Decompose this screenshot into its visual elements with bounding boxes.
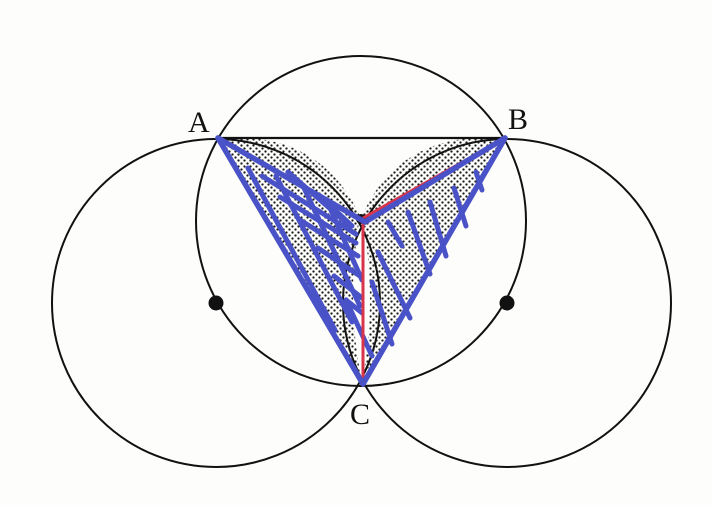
center-dot-left [208, 295, 224, 311]
hatch-lines-right [369, 169, 485, 347]
label-point-c: C [350, 398, 370, 431]
label-point-b: B [508, 103, 528, 136]
circle-top [195, 55, 527, 387]
segment-ao [215, 135, 368, 225]
center-dot-right [499, 295, 515, 311]
label-point-a: A [188, 106, 210, 139]
blue-triangle [215, 135, 508, 387]
segment-ac [215, 135, 366, 387]
segment-bc [360, 135, 508, 387]
segment-bo [362, 135, 508, 225]
hatch-lines-left-vertical [245, 165, 375, 359]
